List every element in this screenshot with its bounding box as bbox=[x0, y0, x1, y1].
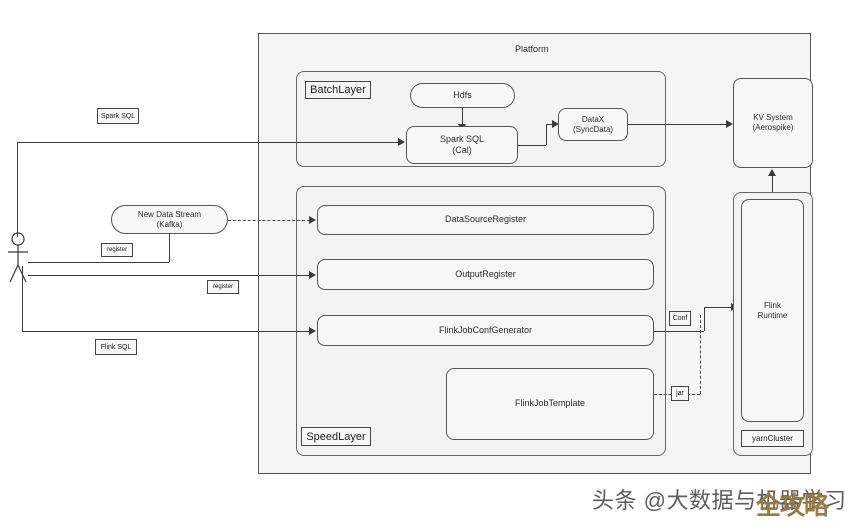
new-data-stream-label-line1: New Data Stream bbox=[137, 209, 202, 219]
hdfs-label: Hdfs bbox=[453, 89, 472, 100]
new-data-stream-node[interactable]: New Data Stream (Kafka) bbox=[111, 205, 228, 234]
edge-register-bottom-arrowhead bbox=[309, 271, 316, 279]
edge-sparksql-input-seg2 bbox=[17, 142, 399, 143]
data-source-register-node[interactable]: DataSourceRegister bbox=[317, 205, 654, 235]
kv-system-node[interactable]: KV System (Aerospike) bbox=[733, 78, 813, 168]
edge-sparksql-to-datax-seg3 bbox=[546, 124, 554, 125]
edge-sparksql-to-datax-arrowhead bbox=[552, 120, 559, 128]
output-register-node[interactable]: OutputRegister bbox=[317, 259, 654, 290]
flink-job-template-label: FlinkJobTemplate bbox=[514, 398, 586, 409]
edge-flinksql-input-seg1 bbox=[22, 266, 23, 331]
edge-register-bottom-seg3 bbox=[176, 275, 310, 276]
spark-sql-edge-label: Spark SQL bbox=[97, 108, 139, 124]
user-actor-icon bbox=[8, 232, 28, 283]
edge-kafka-to-datasourceregister-arrowhead bbox=[309, 216, 316, 224]
platform-label: Platform bbox=[515, 44, 549, 54]
register-bottom-edge-label: register bbox=[207, 280, 239, 294]
speed-layer-label: SpeedLayer bbox=[301, 427, 371, 446]
watermark-text: 头条 @大数据与机器学习 bbox=[592, 488, 847, 513]
edge-datax-to-kv-arrowhead bbox=[726, 120, 733, 128]
edge-sparksql-input-arrowhead bbox=[398, 138, 405, 146]
edge-kafka-to-datasourceregister bbox=[228, 220, 310, 221]
flink-runtime-label-line2: Runtime bbox=[757, 310, 788, 320]
batch-layer-label: BatchLayer bbox=[305, 81, 371, 99]
edge-sparksql-input-seg1 bbox=[17, 142, 18, 237]
edge-jar-seg2 bbox=[700, 315, 701, 394]
kv-system-label-line2: (Aerospike) bbox=[752, 123, 794, 132]
register-top-edge-label: register bbox=[101, 243, 133, 257]
yarn-cluster-label: yarnCluster bbox=[741, 430, 804, 447]
edge-register-top-seg1 bbox=[28, 262, 169, 263]
edge-conf-seg1 bbox=[654, 331, 704, 332]
edge-register-top-seg2 bbox=[169, 228, 170, 262]
kv-system-label-line1: KV System bbox=[753, 113, 793, 122]
datax-label-line1: DataX bbox=[581, 114, 605, 124]
hdfs-node[interactable]: Hdfs bbox=[410, 83, 515, 108]
edge-flinksql-input-arrowhead bbox=[309, 327, 316, 335]
spark-sql-cal-label-line1: Spark SQL bbox=[439, 133, 485, 144]
jar-edge-label: jar bbox=[671, 386, 689, 401]
datax-node[interactable]: DataX (SyncData) bbox=[558, 108, 628, 141]
flink-runtime-node[interactable]: Flink Runtime bbox=[741, 199, 804, 422]
flink-job-conf-generator-node[interactable]: FlinkJobConfGenerator bbox=[317, 315, 654, 346]
edge-sparksql-to-datax-seg1 bbox=[518, 145, 546, 146]
edge-register-bottom-seg1 bbox=[28, 275, 176, 276]
flink-sql-edge-label: Flink SQL bbox=[95, 339, 137, 355]
edge-conf-seg3 bbox=[704, 307, 733, 308]
spark-sql-cal-node[interactable]: Spark SQL (Cal) bbox=[406, 126, 518, 164]
edge-flinksql-input-seg2 bbox=[22, 331, 310, 332]
edge-conf-seg2 bbox=[704, 307, 705, 331]
new-data-stream-label-line2: (Kafka) bbox=[156, 219, 183, 229]
flink-runtime-label-line1: Flink bbox=[764, 300, 781, 310]
output-register-label: OutputRegister bbox=[455, 268, 516, 279]
watermark-logo: 全攻略 bbox=[756, 492, 829, 520]
datax-label-line2: (SyncData) bbox=[572, 124, 613, 134]
conf-edge-label: Conf bbox=[669, 311, 691, 326]
flink-job-template-node[interactable]: FlinkJobTemplate bbox=[446, 368, 654, 440]
edge-datax-to-kv bbox=[628, 124, 727, 125]
edge-sparksql-to-datax-seg2 bbox=[546, 124, 547, 145]
data-source-register-label: DataSourceRegister bbox=[444, 214, 527, 225]
spark-sql-cal-label-line2: (Cal) bbox=[452, 145, 472, 155]
edge-flinkruntime-to-kv bbox=[772, 176, 773, 200]
flink-job-conf-generator-label: FlinkJobConfGenerator bbox=[438, 324, 533, 335]
edge-flinkruntime-to-kv-arrowhead bbox=[768, 169, 776, 176]
edge-hdfs-to-sparksql bbox=[462, 108, 463, 125]
